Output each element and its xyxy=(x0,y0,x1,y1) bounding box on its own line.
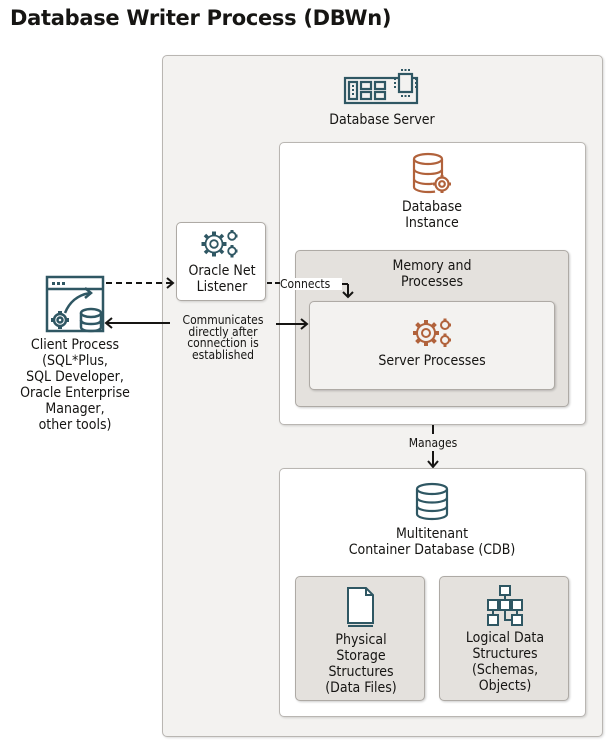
connects-arrowhead xyxy=(342,291,354,299)
page-title: Database Writer Process (DBWn) xyxy=(10,6,392,30)
manages-label: Manages xyxy=(408,436,458,450)
manages-arrowhead xyxy=(427,460,439,469)
document-icon xyxy=(347,587,374,627)
client-arrowhead xyxy=(104,317,113,329)
server-processes-label: Server Processes xyxy=(378,353,486,369)
cdb-label: Multitenant Container Database (CDB) xyxy=(348,526,516,558)
oracle-net-listener-label: Oracle Net Listener xyxy=(188,263,256,295)
gears-icon xyxy=(413,318,451,347)
client-process-label: Client Process (SQL*Plus, SQL Developer,… xyxy=(20,337,130,433)
connects-label: Connects xyxy=(280,278,342,290)
app-window-icon xyxy=(45,275,105,333)
listener-gears-icon xyxy=(201,230,238,258)
server-processes-arrowhead xyxy=(300,318,309,330)
database-gear-icon xyxy=(412,152,451,194)
physical-storage-box xyxy=(295,576,425,701)
server-processes-box xyxy=(309,301,555,390)
communicates-label: Communicates directly after connection i… xyxy=(182,313,264,362)
server-board-icon xyxy=(343,69,419,105)
database-instance-label: Database Instance xyxy=(401,199,463,231)
hierarchy-icon xyxy=(487,585,523,626)
database-server-label: Database Server xyxy=(329,112,435,128)
client-to-listener-arrowhead xyxy=(166,277,175,289)
database-icon xyxy=(415,482,449,521)
physical-storage-label: Physical Storage Structures (Data Files) xyxy=(325,632,397,696)
logical-data-label: Logical Data Structures (Schemas, Object… xyxy=(465,630,545,694)
memory-and-processes-label: Memory and Processes xyxy=(392,258,472,290)
